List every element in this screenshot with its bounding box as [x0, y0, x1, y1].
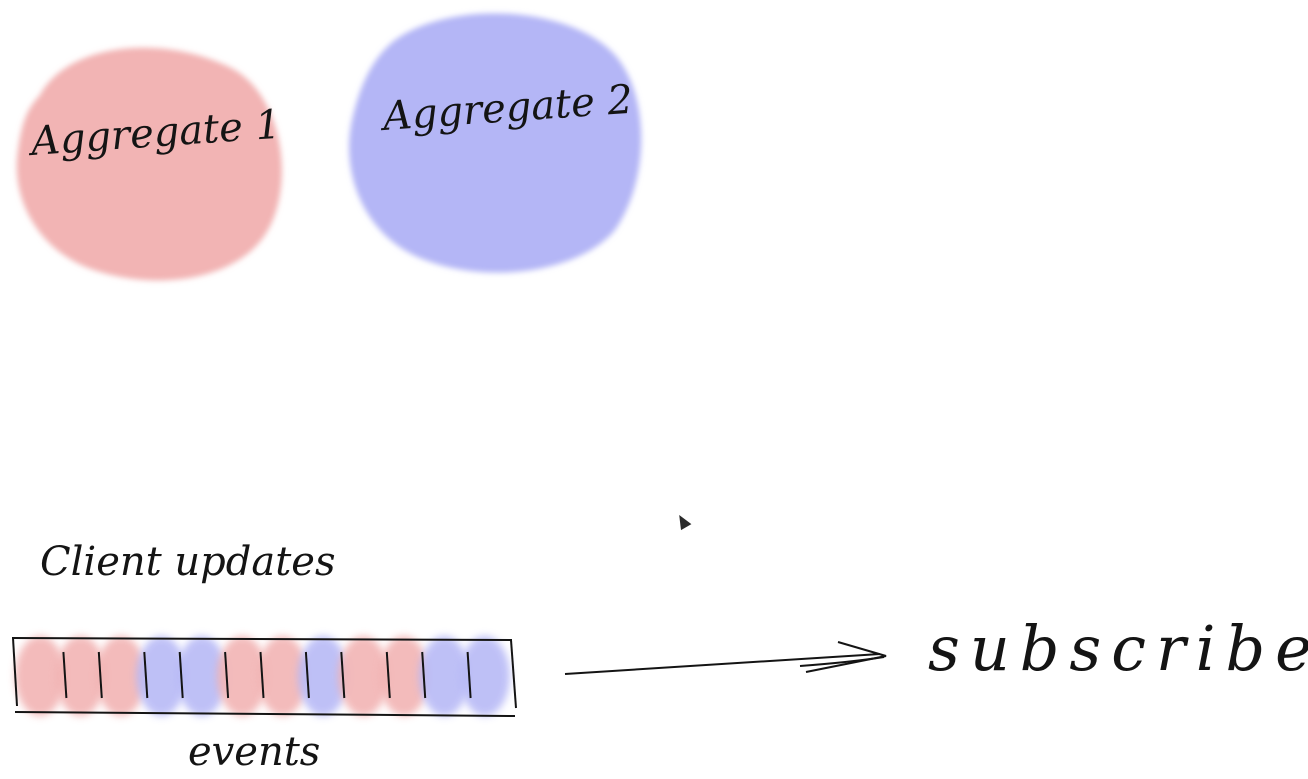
event-blue — [176, 636, 227, 716]
event-dividers — [62, 651, 472, 699]
event-divider — [421, 651, 427, 699]
queue-bottom-edge — [14, 711, 516, 717]
queue-right-edge — [510, 639, 517, 709]
subscribers-label-main: subscriber — [928, 612, 1308, 685]
event-divider — [385, 651, 391, 699]
event-divider — [224, 651, 230, 699]
event-blue — [298, 636, 349, 716]
event-red — [338, 636, 389, 716]
arrow-shaft-upper — [564, 653, 881, 675]
event-red — [15, 636, 66, 716]
event-divider — [340, 651, 346, 699]
event-divider — [259, 651, 265, 699]
queue-caption: events — [188, 729, 320, 775]
aggregate-1-blob — [16, 47, 282, 281]
event-divider — [304, 651, 310, 699]
event-red — [55, 636, 106, 716]
event-divider — [62, 651, 68, 699]
aggregate-2: Aggregate 2 — [349, 13, 642, 273]
flow-arrow — [564, 641, 887, 675]
event-divider — [466, 651, 472, 699]
event-queue — [11, 636, 517, 717]
arrow-head — [805, 641, 887, 673]
event-red — [95, 636, 147, 716]
event-blobs — [15, 636, 510, 716]
event-divider — [97, 651, 103, 699]
subscribers-label: subscribers — [928, 612, 1308, 685]
queue-left-edge — [12, 637, 18, 707]
event-blue — [459, 636, 510, 716]
event-red — [217, 636, 268, 716]
queue-top-edge — [11, 637, 513, 641]
event-blue — [419, 636, 470, 716]
event-blue — [136, 636, 187, 716]
queue-title: Client updates — [40, 539, 336, 585]
event-red — [257, 636, 308, 716]
aggregate-1: Aggregate 1 — [16, 47, 282, 281]
event-divider — [178, 651, 184, 699]
event-red — [378, 636, 430, 716]
aggregate-2-blob — [349, 13, 642, 273]
event-divider — [143, 651, 149, 699]
